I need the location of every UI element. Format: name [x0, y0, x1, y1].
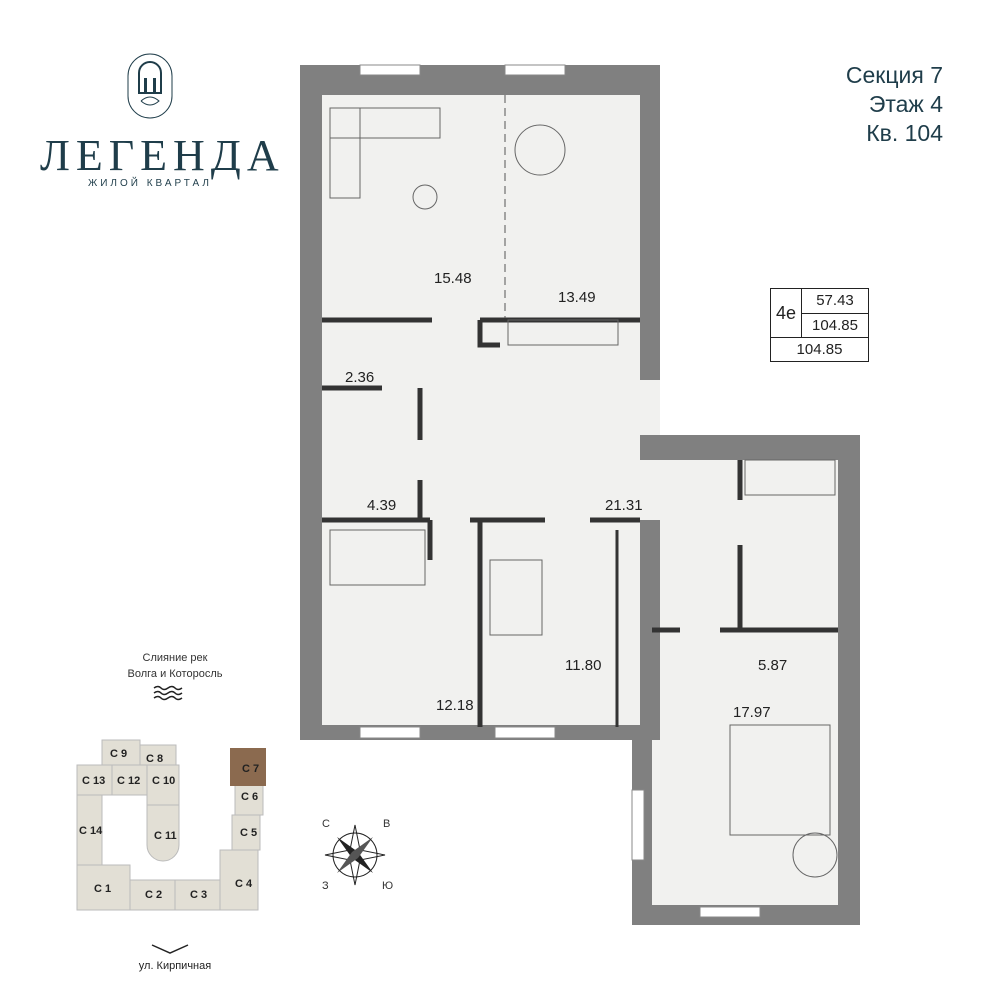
area-summary-box: 4е 57.43 104.85 104.85: [770, 288, 869, 362]
chevron-down-icon: [151, 944, 189, 954]
apartment-type: 4е: [771, 289, 802, 337]
svg-text:С 2: С 2: [145, 889, 162, 901]
section-c3: [174, 879, 221, 911]
section-c13: [76, 764, 113, 796]
compass-north: С: [322, 818, 330, 830]
floor-area: [322, 95, 840, 907]
apartment-number: Кв. 104: [866, 120, 943, 146]
room-area-living: 15.48: [434, 270, 472, 287]
svg-text:С 4: С 4: [235, 878, 253, 890]
section-c9: [101, 739, 141, 766]
section-c12: [111, 764, 148, 796]
room-area-bedroom-3: 17.97: [733, 704, 771, 721]
river-label: Слияние рек Волга и Которосль: [80, 650, 270, 682]
interior-walls: [322, 317, 838, 727]
svg-text:С 5: С 5: [240, 827, 257, 839]
section-c1: [76, 864, 131, 911]
compass-south: Ю: [382, 880, 394, 892]
room-area-bedroom-2: 11.80: [565, 657, 602, 674]
section-c4: [219, 849, 259, 911]
compass-west: З: [322, 880, 329, 892]
svg-text:С 1: С 1: [94, 883, 111, 895]
floor-label: Этаж 4: [868, 91, 943, 117]
section-c5: [231, 814, 261, 851]
street-label: ул. Кирпичная: [138, 960, 212, 972]
section-c7-selected: [230, 748, 266, 786]
section-label: Секция 7: [845, 62, 943, 88]
living-area: 57.43: [802, 289, 868, 314]
section-c2: [129, 879, 176, 911]
total-area: 104.85: [812, 317, 858, 334]
windows: [359, 64, 761, 918]
svg-text:С 8: С 8: [146, 753, 163, 765]
outer-walls: [300, 65, 860, 925]
room-area-bathroom-1: 4.39: [367, 497, 397, 514]
brand-name: ЛЕГЕНДА: [40, 131, 285, 180]
svg-text:С 6: С 6: [241, 791, 258, 803]
brand-tagline: ЖИЛОЙ КВАРТАЛ: [87, 178, 212, 189]
svg-text:С 13: С 13: [82, 775, 105, 787]
room-area-storage: 2.36: [345, 369, 375, 386]
compass-east: В: [383, 818, 391, 830]
waves-icon: [153, 685, 183, 701]
room-area-hall: 21.31: [605, 497, 643, 514]
compass-icon: [324, 824, 386, 886]
furniture: [329, 107, 838, 878]
total-area-full: 104.85: [771, 337, 868, 362]
room-area-kitchen: 13.49: [558, 289, 596, 306]
river-label-line-2: Волга и Которосль: [127, 668, 223, 680]
svg-text:С 11: С 11: [154, 830, 177, 842]
river-label-line-1: Слияние рек: [142, 652, 208, 664]
room-area-bathroom-2: 5.87: [758, 657, 788, 674]
room-area-bedroom-1: 12.18: [436, 697, 474, 714]
section-label: С 9: [110, 748, 127, 760]
svg-text:С 3: С 3: [190, 889, 207, 901]
svg-text:С 7: С 7: [242, 763, 259, 775]
site-map: С 9 С 8 С 7 С 13 С 12 С 10 С 11 С 14 С 1 С 2 С …: [76, 739, 266, 911]
svg-text:С 10: С 10: [152, 775, 175, 787]
svg-text:С 14: С 14: [79, 825, 103, 837]
section-c11: [146, 804, 180, 862]
logo-emblem-icon: [127, 53, 173, 119]
svg-text:С 12: С 12: [117, 775, 140, 787]
section-c10: [146, 764, 180, 806]
